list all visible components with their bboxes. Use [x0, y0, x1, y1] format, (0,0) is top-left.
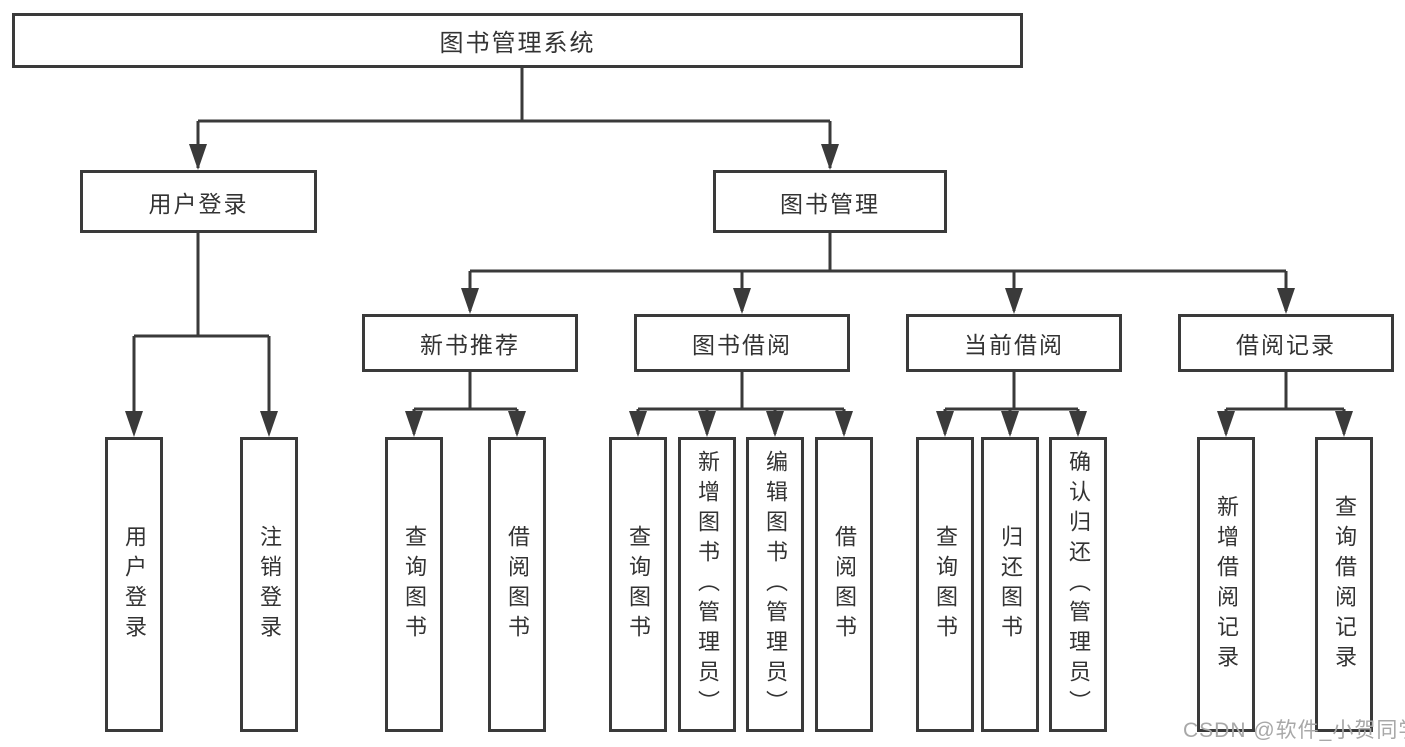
arrowhead: [698, 411, 716, 437]
connector-records-branch: [1224, 372, 1346, 434]
leaf-borrow-books-recommend: 借阅图书: [488, 437, 546, 732]
arrowhead: [405, 411, 423, 437]
arrowhead: [1335, 411, 1353, 437]
leaf-return-books: 归还图书: [981, 437, 1039, 732]
arrowhead: [125, 411, 143, 437]
node-borrowing-records: 借阅记录: [1178, 314, 1394, 372]
arrowhead: [1005, 288, 1023, 314]
leaf-user-login: 用户登录: [105, 437, 163, 732]
leaf-add-borrow-record: 新增借阅记录: [1197, 437, 1255, 732]
leaf-query-books-borrowing: 查询图书: [609, 437, 667, 732]
leaf-logout: 注销登录: [240, 437, 298, 732]
leaf-query-borrow-record: 查询借阅记录: [1315, 437, 1373, 732]
connector-root-to-level2: [196, 68, 832, 168]
node-current-borrowing: 当前借阅: [906, 314, 1122, 372]
node-user-login: 用户登录: [80, 170, 317, 233]
arrowhead: [508, 411, 526, 437]
csdn-watermark: CSDN @软件_小贺同学: [1183, 719, 1405, 742]
leaf-query-books-recommend: 查询图书: [385, 437, 443, 732]
arrowhead: [936, 411, 954, 437]
arrowhead: [1277, 288, 1295, 314]
arrowhead: [461, 288, 479, 314]
arrowhead: [1001, 411, 1019, 437]
arrowhead: [629, 411, 647, 437]
connector-recommend-branch: [412, 372, 519, 434]
arrowhead: [733, 288, 751, 314]
node-book-management: 图书管理: [713, 170, 947, 233]
connector-user-login-branch: [132, 233, 271, 433]
leaf-borrow-books-borrowing: 借阅图书: [815, 437, 873, 732]
node-book-borrowing: 图书借阅: [634, 314, 850, 372]
arrowhead: [835, 411, 853, 437]
arrowhead: [1217, 411, 1235, 437]
leaf-add-book-admin: 新增图书（管理员）: [678, 437, 736, 732]
arrowhead: [1069, 411, 1087, 437]
connector-borrowing-branch: [636, 372, 846, 434]
node-library-management-system: 图书管理系统: [12, 13, 1023, 68]
arrowhead: [766, 411, 784, 437]
leaf-query-books-current: 查询图书: [916, 437, 974, 732]
arrowhead: [821, 144, 839, 170]
arrowhead: [189, 144, 207, 170]
connector-book-management-branch: [468, 233, 1288, 311]
leaf-edit-book-admin: 编辑图书（管理员）: [746, 437, 804, 732]
leaf-confirm-return-admin: 确认归还（管理员）: [1049, 437, 1107, 732]
arrowhead: [260, 411, 278, 437]
connector-current-branch: [943, 372, 1080, 434]
node-new-book-recommend: 新书推荐: [362, 314, 578, 372]
